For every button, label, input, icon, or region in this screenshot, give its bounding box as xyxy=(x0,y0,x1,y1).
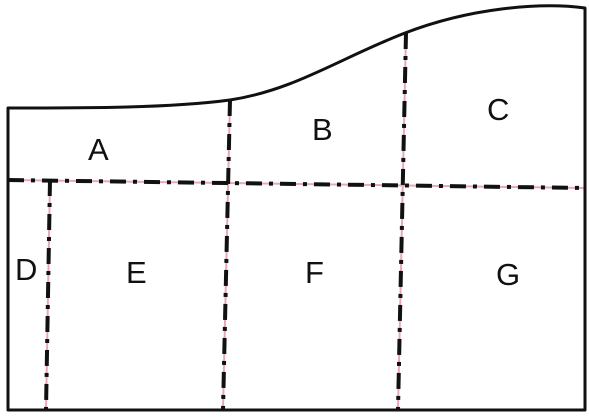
pink-guide-lines xyxy=(9,32,586,411)
divider-d-e xyxy=(44,179,52,411)
horizontal-divider xyxy=(7,178,586,190)
region-label-b: B xyxy=(312,112,333,147)
region-label-c: C xyxy=(487,92,509,127)
outer-boundary xyxy=(6,4,587,412)
region-label-e: E xyxy=(126,255,147,290)
divider-b-c xyxy=(396,32,408,411)
region-label-f: F xyxy=(305,255,324,290)
region-label-d: D xyxy=(15,252,37,287)
region-label-a: A xyxy=(88,132,109,167)
region-label-g: G xyxy=(496,257,520,292)
